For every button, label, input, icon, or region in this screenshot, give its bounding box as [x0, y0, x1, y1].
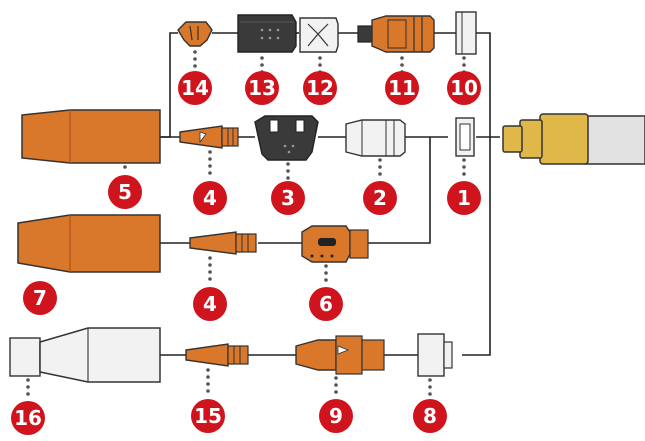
part-4-contact-tip-a: [179, 125, 239, 149]
badge-14: 9: [319, 399, 353, 433]
badge-7: 7: [23, 281, 57, 315]
badge-9: 11: [385, 71, 419, 105]
badge-13: 8: [413, 399, 447, 433]
brass-connector: [539, 113, 589, 165]
svg-text:8: 8: [423, 404, 437, 428]
badge-4a: 4: [193, 181, 227, 215]
part-13-insulator: [417, 333, 453, 377]
badge-15: 15: [191, 399, 225, 433]
torch-cable: [502, 113, 645, 165]
badge-2: 2: [363, 181, 397, 215]
part-8-ring: [455, 11, 477, 55]
svg-text:15: 15: [194, 404, 222, 428]
svg-text:16: 16: [14, 406, 42, 430]
badge-4b: 4: [193, 287, 227, 321]
svg-text:7: 7: [33, 286, 47, 310]
badge-11: 13: [245, 71, 279, 105]
svg-text:3: 3: [281, 186, 295, 210]
badge-6: 6: [309, 287, 343, 321]
part-11-diffuser: [237, 14, 297, 53]
svg-text:11: 11: [388, 76, 416, 100]
svg-text:2: 2: [373, 186, 387, 210]
part-12-tip: [177, 21, 213, 47]
svg-text:12: 12: [306, 76, 334, 100]
svg-text:13: 13: [248, 76, 276, 100]
part-6-diffuser: [301, 225, 369, 263]
svg-text:4: 4: [203, 186, 217, 210]
badge-5: 5: [108, 175, 142, 209]
number-badges: 14 13 12 11 10 5 4 3 2 1 7 4 6 16 15 9 8: [11, 71, 481, 435]
part-9-adapter: [357, 15, 435, 53]
part-1-ring: [455, 117, 475, 157]
line-8-to-13: [462, 32, 491, 356]
svg-text:4: 4: [203, 292, 217, 316]
badge-12: 14: [178, 71, 212, 105]
badge-8: 10: [447, 71, 481, 105]
badge-1: 1: [447, 181, 481, 215]
badge-10: 12: [303, 71, 337, 105]
part-15-contact-tip: [185, 343, 249, 367]
part-16-nozzle: [9, 327, 161, 383]
part-14-adapter: [295, 335, 385, 375]
svg-text:1: 1: [457, 186, 471, 210]
part-2-insulator: [345, 119, 406, 157]
svg-text:6: 6: [319, 292, 333, 316]
part-7-nozzle: [17, 214, 161, 273]
part-3-diffuser: [254, 115, 319, 161]
connector-lines: [160, 32, 500, 356]
part-5-nozzle: [21, 109, 161, 164]
svg-text:10: 10: [450, 76, 478, 100]
svg-text:5: 5: [118, 180, 132, 204]
line-5-to-12: [160, 32, 178, 138]
part-10-insulator: [299, 17, 339, 53]
line-1-to-6: [368, 137, 431, 244]
badge-3: 3: [271, 181, 305, 215]
part-4-contact-tip-b: [189, 231, 257, 255]
svg-text:14: 14: [181, 76, 209, 100]
badge-16: 16: [11, 401, 45, 435]
svg-text:9: 9: [329, 404, 343, 428]
